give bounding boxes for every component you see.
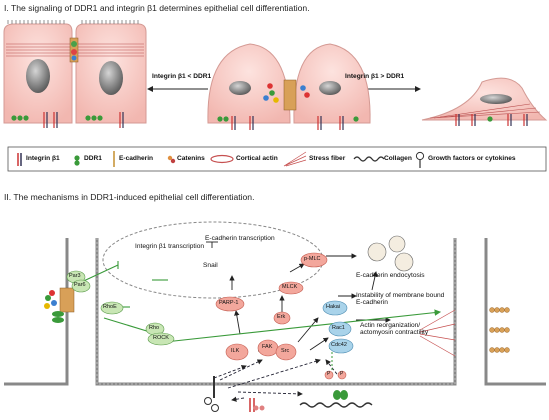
legend-ddr1: DDR1: [84, 155, 102, 162]
spread-cell-right: [421, 77, 548, 126]
rhoe-node: RhoE: [103, 304, 117, 310]
legend-collagen: Collagen: [384, 155, 412, 162]
nucleus-icon: [26, 59, 50, 93]
legend-integrin: Integrin β1: [26, 155, 60, 162]
cdc42-node: Cdc42: [331, 342, 347, 348]
legend-box: [7, 146, 547, 172]
legend-growth-factors: Growth factors or cytokines: [428, 155, 516, 162]
nucleus-icon: [480, 94, 512, 104]
erk-node: Erk: [277, 314, 286, 320]
pmlc-node: p-MLC: [304, 256, 321, 262]
epithelial-cell-pair-left: [3, 20, 147, 128]
catenins-icon: [167, 155, 176, 164]
ecadherin-transcription-label: E-cadherin transcription: [205, 235, 275, 242]
node-shapes: [66, 252, 354, 380]
cell-membrane: [4, 238, 546, 386]
parp1-node: PARP-1: [219, 300, 239, 306]
growth-factor-icon: [415, 151, 425, 168]
nucleus-icon: [229, 81, 251, 95]
legend-cortical-actin: Cortical actin: [236, 155, 278, 162]
par6-node: Par6: [74, 282, 86, 288]
signal-arrows: [206, 241, 391, 354]
legend-icons: [17, 151, 425, 168]
instability-note: Instability of membrane bound E-cadherin: [356, 292, 445, 306]
legend-ecadherin: E-cadherin: [119, 155, 154, 162]
phospho-p1: P: [327, 371, 331, 377]
nucleus-icon: [319, 81, 341, 95]
central-cell-pair: [207, 43, 371, 130]
phospho-p2: P: [340, 371, 344, 377]
stress-fiber-icon: [283, 151, 307, 167]
ilk-node: ILK: [231, 348, 240, 354]
integrin-transcription-label: Integrin β1 transcription: [135, 243, 205, 250]
receptor-cluster-icon: [11, 112, 124, 128]
dashed-signaling-arrows: [213, 358, 341, 402]
actin-reorganization-note: Actin reorganization/ actomyosin contrac…: [360, 322, 429, 336]
panel-1-title: I. The signaling of DDR1 and integrin β1…: [4, 3, 310, 13]
fak-node: FAK: [262, 344, 273, 350]
endocytosis-note: E-cadherin endocytosis: [356, 272, 425, 279]
collagen-icon: [353, 156, 385, 162]
collagen-ddr1-bottom: [204, 376, 373, 412]
rock-node: ROCK: [153, 335, 169, 341]
snail-label: Snail: [203, 262, 218, 269]
arrow-left-label: Integrin β1 < DDR1: [152, 73, 212, 80]
mlck-node: MLCK: [282, 284, 298, 290]
src-node: Src: [281, 348, 290, 354]
arrow-right-label: Integrin β1 > DDR1: [345, 73, 405, 80]
junction-icon: [69, 37, 79, 63]
junction-complex-right: [419, 307, 510, 357]
cortical-actin-icon: [210, 154, 234, 164]
par3-node: Par3: [69, 273, 81, 279]
nucleus-icon: [99, 61, 123, 95]
rho-node: Rho: [149, 325, 160, 331]
hakai-node: Hakai: [326, 304, 341, 310]
endocytosis-vesicles-icon: [367, 235, 414, 272]
legend-stress-fiber: Stress fiber: [309, 155, 346, 162]
legend-catenins: Catenins: [177, 155, 205, 162]
panel-2-title: II. The mechanisms in DDR1-induced epith…: [4, 192, 255, 202]
ddr1-icon: [74, 155, 80, 166]
integrin-icon: [17, 153, 22, 166]
rac1-node: Rac1: [332, 325, 345, 331]
junction-complex-left: [44, 287, 75, 323]
